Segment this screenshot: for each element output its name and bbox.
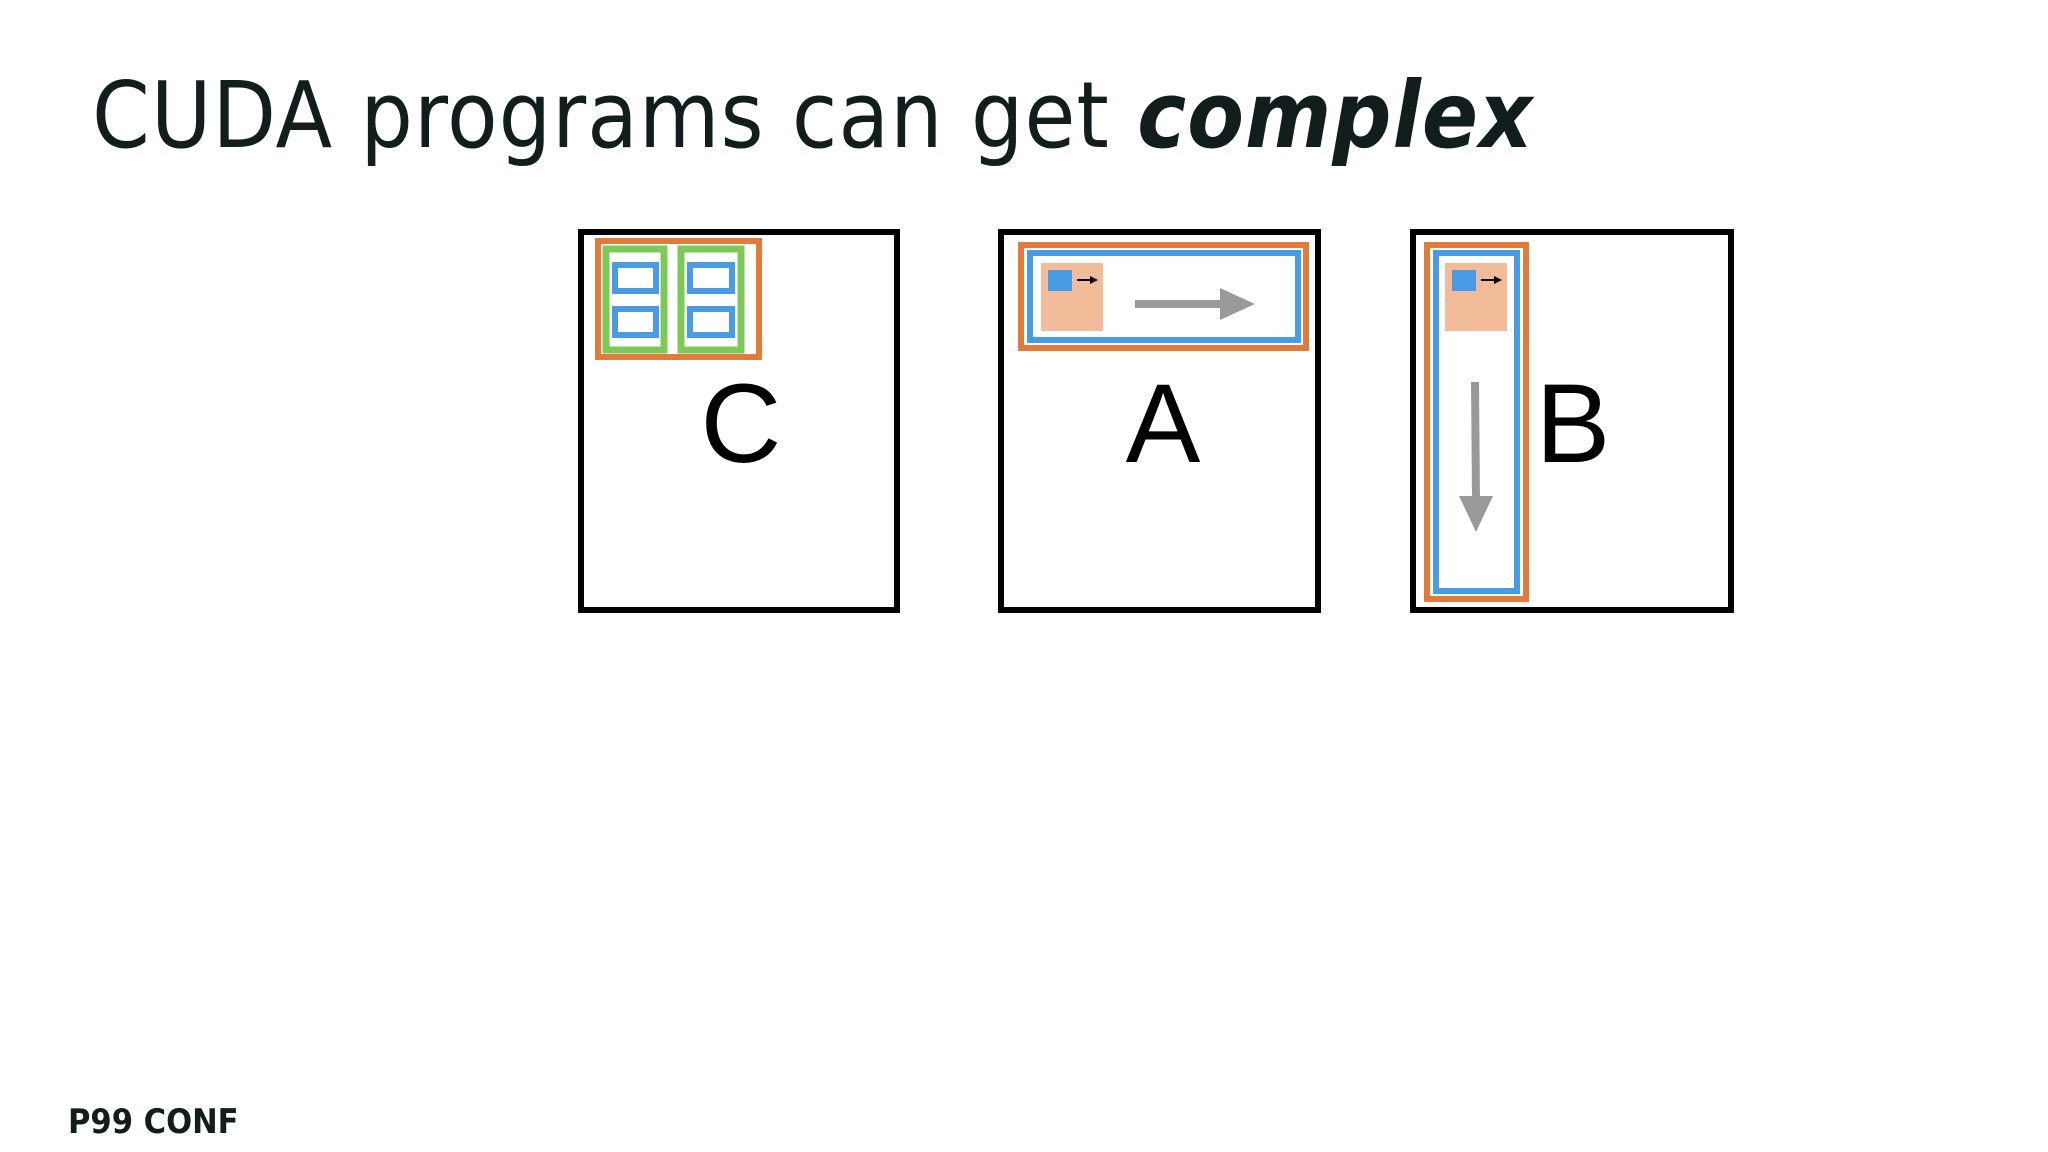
warp-tile-c-2 xyxy=(677,245,745,354)
thread-strip-a xyxy=(1027,250,1301,343)
block-tile-a xyxy=(1018,242,1309,351)
traverse-arrow-b-shaft xyxy=(1471,381,1480,501)
matrix-b: B xyxy=(1410,229,1734,613)
mini-arrow-head-b xyxy=(1494,276,1502,284)
thread-strip-b xyxy=(1433,250,1520,594)
conference-logo: P99 CONF xyxy=(68,1102,239,1142)
slide-title: CUDA programs can get complex xyxy=(92,62,1533,169)
thread-tile-c-4 xyxy=(687,306,735,338)
thread-cell-a xyxy=(1048,270,1072,291)
warp-tile-c-1 xyxy=(602,245,668,354)
matrix-c: C xyxy=(578,229,900,613)
block-tile-c xyxy=(595,238,762,360)
thread-tile-c-3 xyxy=(687,262,735,294)
thread-cell-b xyxy=(1452,270,1476,291)
arrow-right-icon xyxy=(1220,288,1255,320)
block-tile-b xyxy=(1424,242,1529,602)
matrix-a-label: A xyxy=(1126,361,1201,486)
mini-arrow-head-a xyxy=(1090,276,1098,284)
title-emphasis: complex xyxy=(1137,62,1534,169)
arrow-down-icon xyxy=(1459,496,1493,532)
matrix-c-label: C xyxy=(701,361,782,486)
thread-tile-c-1 xyxy=(612,262,659,294)
matrix-a: A xyxy=(998,229,1321,613)
thread-tile-c-2 xyxy=(612,306,659,338)
title-text: CUDA programs can get xyxy=(92,62,1138,169)
matrix-b-label: B xyxy=(1536,361,1611,486)
